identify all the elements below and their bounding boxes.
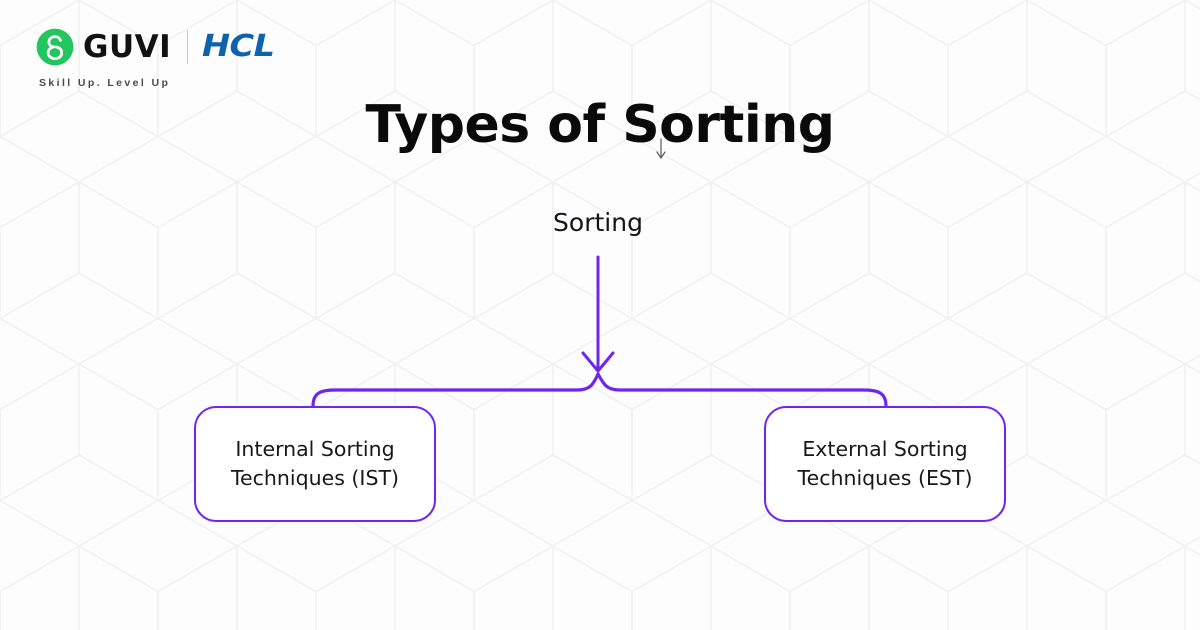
brand-tagline: Skill Up. Level Up [39,77,171,89]
node-ist-text: Internal Sorting Techniques (IST) [231,435,399,493]
guvi-wordmark: GUVI [83,28,172,65]
node-ist-line2: Techniques (IST) [231,466,399,490]
guvi-logo-icon [36,28,74,66]
node-est-line1: External Sorting [802,436,968,461]
diagram-node-external-sorting[interactable]: External Sorting Techniques (EST) [764,406,1006,522]
brand-row: GUVI HCL [36,26,275,68]
hcl-wordmark: HCL [202,29,275,64]
brace-connector [311,372,888,408]
brand-lockup: GUVI HCL Skill Up. Level Up [36,26,275,89]
diagram-node-internal-sorting[interactable]: Internal Sorting Techniques (IST) [194,406,436,522]
node-est-text: External Sorting Techniques (EST) [798,435,973,493]
diagram-node-root: Sorting [553,208,643,237]
brand-divider [187,30,189,64]
node-ist-line1: Internal Sorting [235,436,395,461]
node-est-line2: Techniques (EST) [797,466,973,490]
page-title: Types of Sorting [365,95,835,155]
down-arrow-icon [581,255,615,373]
